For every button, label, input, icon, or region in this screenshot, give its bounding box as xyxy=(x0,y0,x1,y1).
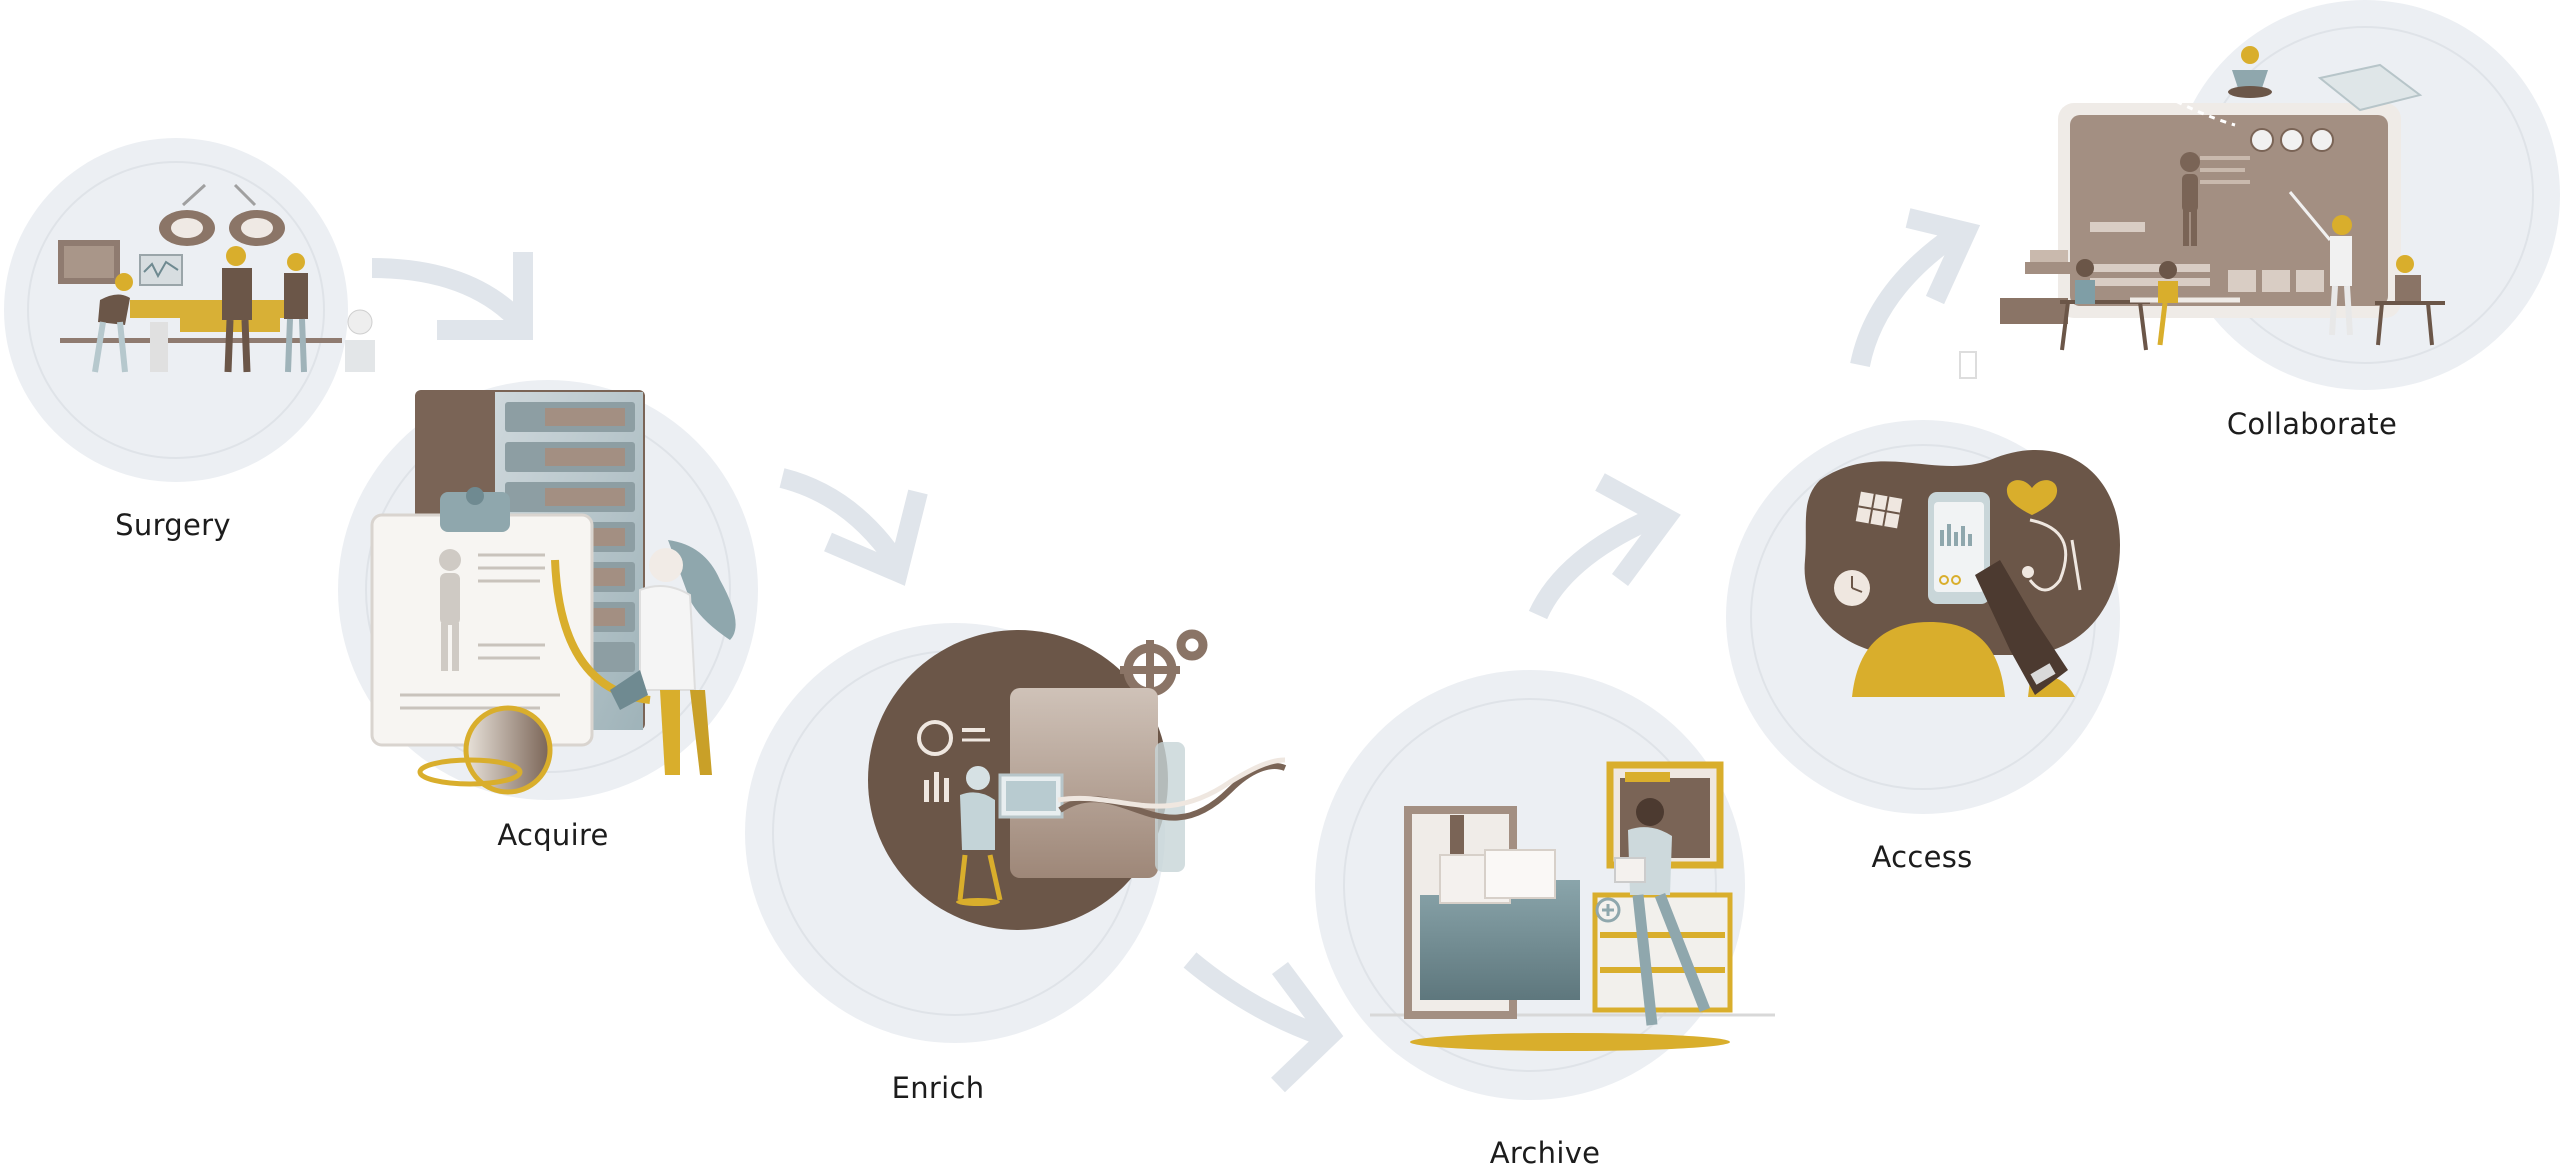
arrow-access-to-collaborate-icon xyxy=(1850,208,1981,368)
step-label-surgery: Surgery xyxy=(115,508,231,542)
video-call-bubbles-icon xyxy=(2250,128,2334,152)
step-label-collaborate: Collaborate xyxy=(2226,407,2398,441)
flow-arrows xyxy=(371,208,1981,1093)
heart-icon xyxy=(2006,480,2058,515)
step-label-archive: Archive xyxy=(1489,1136,1601,1170)
calendar-icon xyxy=(1855,491,1903,529)
graduation-cap-icon xyxy=(2317,63,2423,112)
collaborate-illustration-icon xyxy=(1959,46,2445,379)
arrow-archive-to-access-icon xyxy=(1528,473,1681,620)
surgery-illustration-icon xyxy=(58,183,375,373)
gear-icon xyxy=(1123,629,1208,697)
step-label-access: Access xyxy=(1871,840,1973,874)
step-label-enrich: Enrich xyxy=(891,1071,985,1105)
arrow-surgery-to-acquire-icon xyxy=(371,252,533,340)
access-illustration-icon xyxy=(1804,449,2120,697)
clock-icon xyxy=(1834,570,1870,606)
anatomy-figure-icon xyxy=(2180,152,2200,246)
step-label-acquire: Acquire xyxy=(497,818,609,852)
anatomy-figure-icon xyxy=(439,549,461,671)
phone-icon xyxy=(1928,492,1990,604)
arrow-enrich-to-archive-icon xyxy=(1183,952,1344,1093)
acquire-illustration-icon xyxy=(370,390,736,795)
enrich-illustration-icon xyxy=(868,629,1287,930)
archive-illustration-icon xyxy=(1370,761,1775,1051)
arrow-acquire-to-enrich-icon xyxy=(779,468,928,586)
